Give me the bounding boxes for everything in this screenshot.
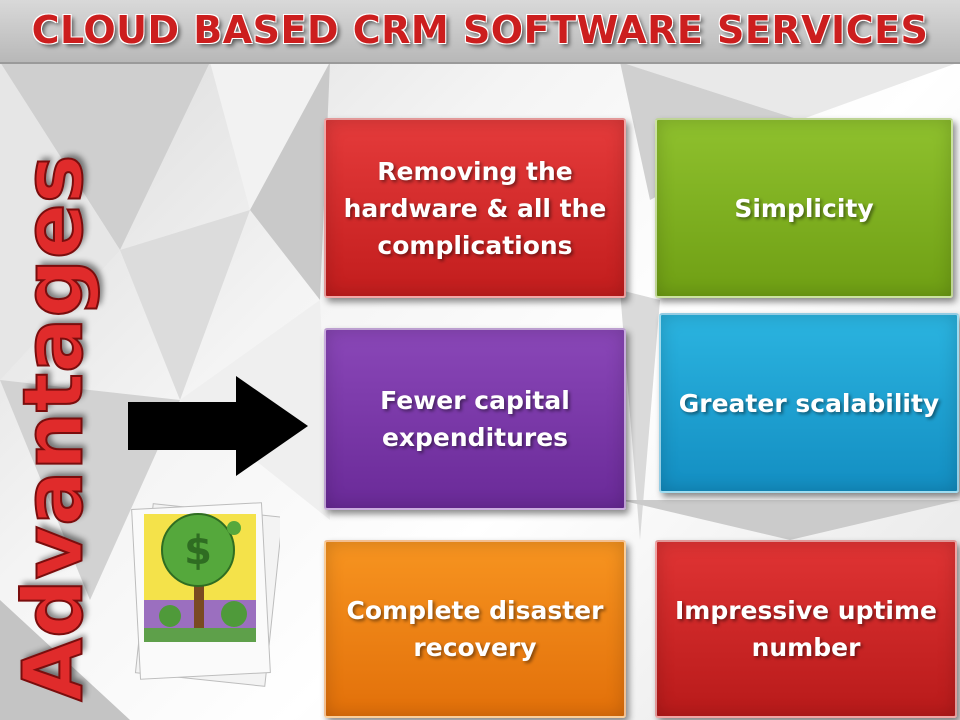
card-label: Impressive uptime number: [674, 596, 938, 662]
card-removing-hardware: Removing the hardware & all the complica…: [324, 118, 626, 298]
advantages-text: Advantages: [6, 154, 103, 703]
card-label: Fewer capital expenditures: [380, 386, 570, 452]
card-label: Simplicity: [734, 193, 874, 223]
slide-title: CLOUD BASED CRM SOFTWARE SERVICES: [31, 8, 929, 52]
money-tree-icon: $: [131, 502, 280, 687]
title-band: [0, 0, 960, 64]
svg-text:$: $: [184, 528, 212, 574]
card-label: Greater scalability: [678, 388, 940, 418]
card-disaster-recovery: Complete disaster recovery: [324, 540, 626, 718]
card-fewer-capital-expenditures: Fewer capital expenditures: [324, 328, 626, 510]
card-uptime-number: Impressive uptime number: [655, 540, 957, 718]
card-greater-scalability: Greater scalability: [659, 313, 959, 493]
card-simplicity: Simplicity: [655, 118, 953, 298]
card-label: Complete disaster recovery: [346, 596, 604, 662]
right-arrow-icon: [128, 376, 308, 476]
card-label: Removing the hardware & all the complica…: [343, 156, 607, 260]
